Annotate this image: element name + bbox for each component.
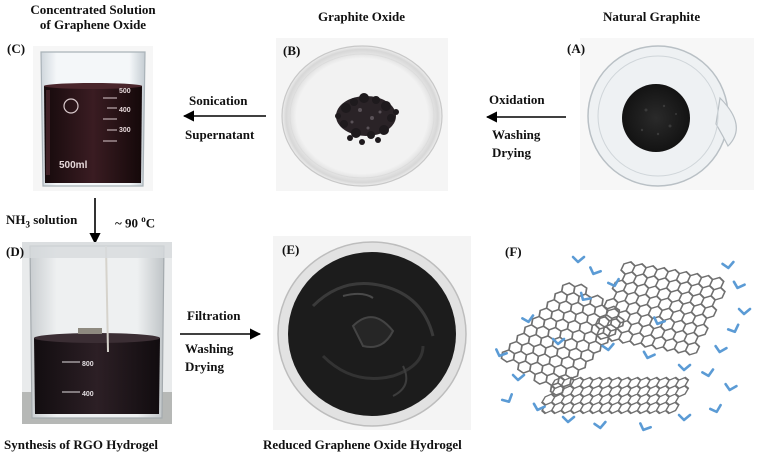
step-oxidation: Oxidation: [489, 92, 545, 107]
beaker-d-mark-800: 800: [82, 361, 94, 368]
graphene-sheet-bottom: [540, 376, 690, 415]
graphene-sheet-right: [594, 261, 726, 356]
water-molecule-icon: [724, 382, 738, 392]
beaker-c-mark-300: 300: [119, 127, 131, 134]
water-molecule-icon: [532, 402, 546, 412]
graphene-sheet-left-lattice: [500, 282, 625, 396]
photo-rgo-synthesis: 800 400: [22, 242, 172, 424]
step-temperature: ~ 90 oC: [115, 212, 155, 230]
water-molecule-icon: [495, 348, 508, 358]
water-molecule-icon: [737, 307, 752, 316]
temp-suffix: C: [145, 215, 156, 231]
water-molecule-icon: [561, 415, 576, 424]
graphene-sheet-left: [500, 282, 625, 396]
graphene-sheet-right-lattice: [594, 261, 726, 356]
water-molecule-icon: [677, 363, 692, 372]
panel-letter-b: (B): [283, 43, 301, 58]
step-washing-2: Washing: [185, 341, 234, 356]
water-molecule-icon: [579, 291, 592, 302]
nh3-suffix: solution: [30, 212, 78, 227]
photo-natural-graphite: [580, 38, 754, 190]
water-molecule-icon: [571, 255, 586, 264]
beaker-d-mark-400: 400: [82, 391, 94, 398]
water-molecule-icon: [589, 266, 602, 276]
title-concentrated-line2: of Graphene Oxide: [39, 17, 147, 32]
panel-letter-a: (A): [567, 41, 586, 56]
title-concentrated-solution: Concentrated Solution of Graphene Oxide: [18, 2, 168, 32]
photo-rgo-hydrogel: [273, 236, 471, 430]
photo-graphene-oxide-solution: 500 400 300 500ml: [33, 46, 153, 191]
title-reduced-graphene-oxide-hydrogel: Reduced Graphene Oxide Hydrogel: [263, 437, 462, 452]
water-molecule-icon: [721, 260, 735, 270]
panel-letter-d: (D): [6, 244, 25, 259]
step-supernatant: Supernatant: [185, 127, 255, 142]
title-graphite-oxide: Graphite Oxide: [318, 9, 406, 24]
beaker-c-mark-400: 400: [119, 107, 131, 114]
step-washing-1: Washing: [492, 127, 541, 142]
temp-superscript: o: [141, 214, 146, 224]
water-molecule-icon: [677, 413, 692, 422]
water-molecule-icon: [639, 422, 652, 432]
water-molecule-icon: [500, 393, 513, 404]
water-molecule-icon: [708, 403, 722, 414]
water-molecule-icon: [601, 342, 615, 352]
water-molecule-icon: [732, 280, 746, 290]
water-molecule-icon: [606, 277, 620, 288]
panel-letter-f: (F): [505, 244, 522, 259]
step-sonication: Sonication: [189, 93, 248, 108]
title-concentrated-line1: Concentrated Solution: [30, 2, 156, 17]
panel-letter-e: (E): [282, 242, 300, 257]
water-molecule-icon: [714, 344, 728, 354]
beaker-c-volume-label: 500ml: [59, 160, 88, 171]
title-natural-graphite: Natural Graphite: [603, 9, 701, 24]
graphene-sheet-bottom-lattice: [540, 376, 690, 415]
water-molecule-icon: [551, 337, 566, 346]
water-molecule-icon: [642, 350, 656, 360]
step-drying-1: Drying: [492, 145, 531, 160]
water-molecule-icon: [511, 373, 526, 382]
water-molecule-icon: [593, 420, 607, 430]
graphene-hydrogel-schematic: [495, 255, 752, 432]
water-molecule-icon: [701, 368, 715, 378]
water-molecule-icon: [521, 314, 535, 324]
temp-prefix: ~ 90: [115, 215, 142, 231]
photo-graphite-oxide: [276, 38, 448, 191]
beaker-c-mark-500: 500: [119, 88, 131, 95]
water-molecule-icon: [653, 316, 666, 326]
step-filtration: Filtration: [187, 308, 241, 323]
nh3-subscript: 3: [25, 219, 31, 230]
step-drying-2: Drying: [185, 359, 224, 374]
title-synthesis-rgo-hydrogel: Synthesis of RGO Hydrogel: [4, 437, 158, 452]
panel-letter-c: (C): [7, 41, 26, 56]
nh3-prefix: NH: [6, 212, 26, 227]
water-molecule-icon: [726, 323, 740, 334]
step-nh3-solution: NH3 solution: [6, 212, 77, 233]
